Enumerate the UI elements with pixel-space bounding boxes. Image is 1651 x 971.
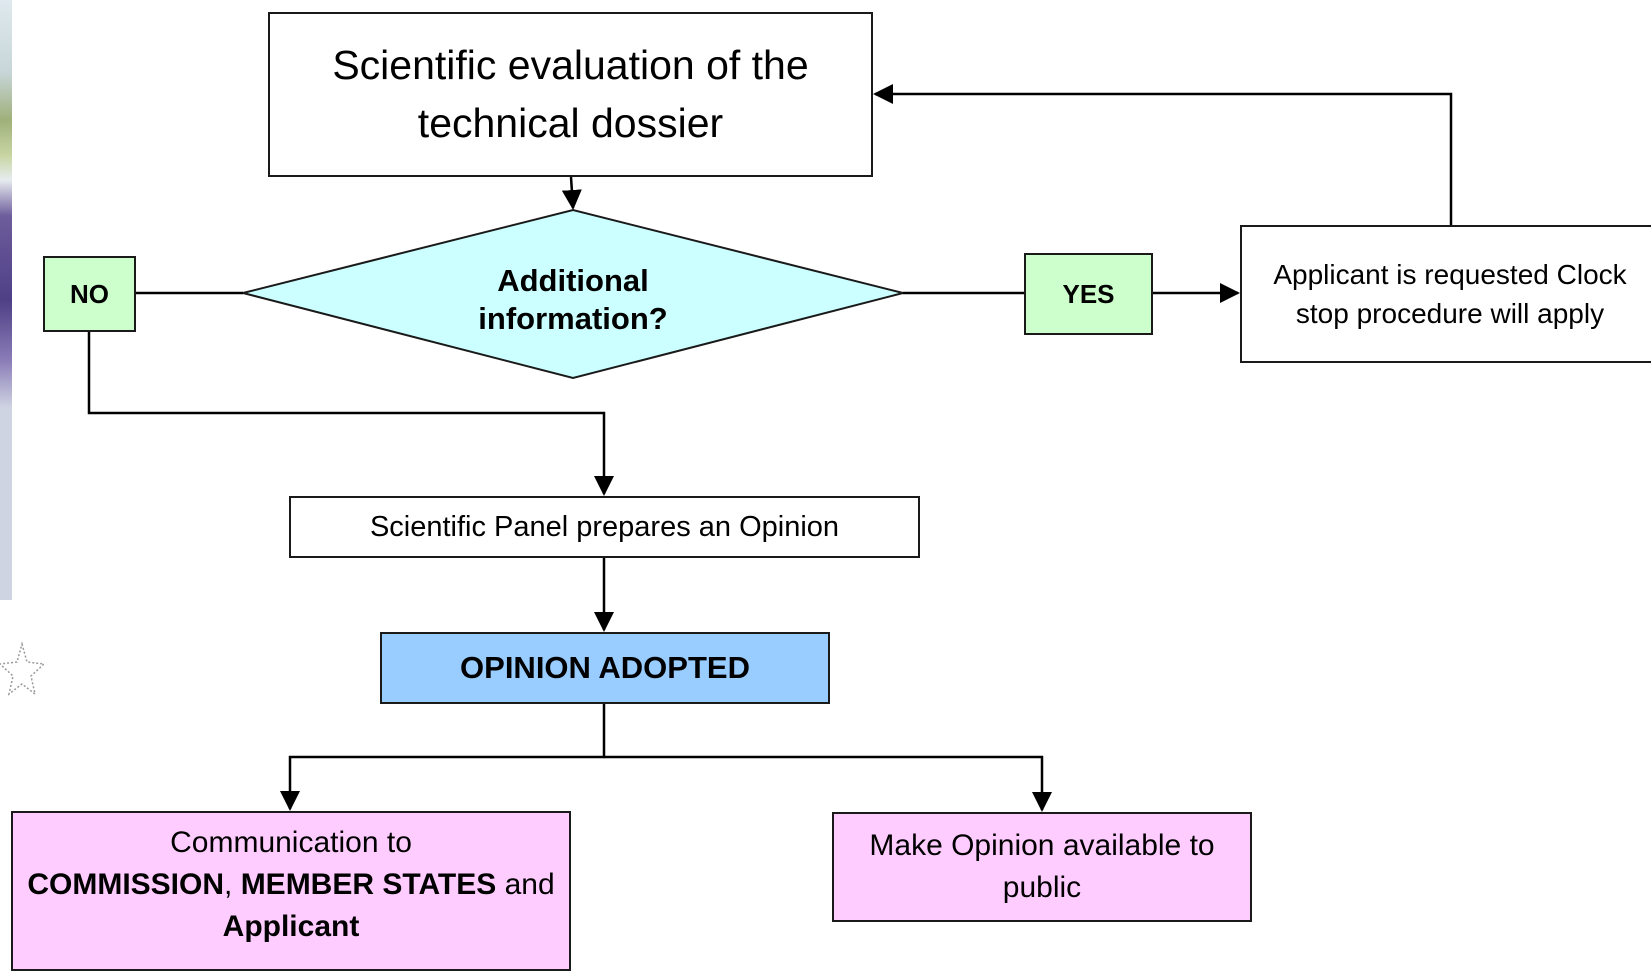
applicant-label: Applicant bbox=[222, 910, 360, 943]
arrow-request-to-start bbox=[873, 84, 1453, 225]
arrow-start-to-decision bbox=[561, 176, 582, 210]
and-label: and bbox=[496, 868, 555, 901]
panel-prepares-box: Scientific Panel prepares an Opinion bbox=[289, 496, 920, 558]
applicant-request-box: Applicant is requested Clock stop proced… bbox=[1240, 225, 1651, 363]
star-icon bbox=[0, 641, 44, 696]
yes-branch-label: YES bbox=[1062, 278, 1115, 309]
opinion-adopted-text: OPINION ADOPTED bbox=[460, 650, 750, 685]
member-states-label: MEMBER STATES bbox=[240, 868, 497, 901]
commission-label: COMMISSION bbox=[27, 868, 225, 901]
no-branch-label: NO bbox=[70, 278, 109, 309]
communication-line2: COMMISSION, MEMBER STATES and bbox=[27, 868, 554, 901]
start-process-box: Scientific evaluation of the technical d… bbox=[268, 12, 873, 177]
opinion-adopted-box: OPINION ADOPTED bbox=[380, 632, 830, 704]
line-adopted-split bbox=[280, 704, 606, 811]
arrow-no-to-panel bbox=[87, 332, 614, 496]
applicant-request-text: Applicant is requested Clock stop proced… bbox=[1273, 259, 1627, 329]
separator: , bbox=[224, 868, 241, 901]
panel-prepares-text: Scientific Panel prepares an Opinion bbox=[369, 510, 840, 543]
arrow-to-public bbox=[604, 755, 1052, 812]
decorative-photo-strip bbox=[0, 0, 12, 600]
communication-box: Communication to COMMISSION, MEMBER STAT… bbox=[11, 811, 571, 971]
no-branch-tag: NO bbox=[43, 256, 136, 332]
make-public-text: Make Opinion available to public bbox=[869, 829, 1215, 904]
communication-text: Communication to COMMISSION, MEMBER STAT… bbox=[21, 822, 561, 948]
decision-label: Additional information? bbox=[478, 263, 668, 336]
start-process-text: Scientific evaluation of the technical d… bbox=[332, 42, 809, 146]
yes-branch-tag: YES bbox=[1024, 253, 1153, 335]
make-public-box: Make Opinion available to public bbox=[832, 812, 1252, 922]
communication-line1: Communication to bbox=[170, 826, 412, 859]
